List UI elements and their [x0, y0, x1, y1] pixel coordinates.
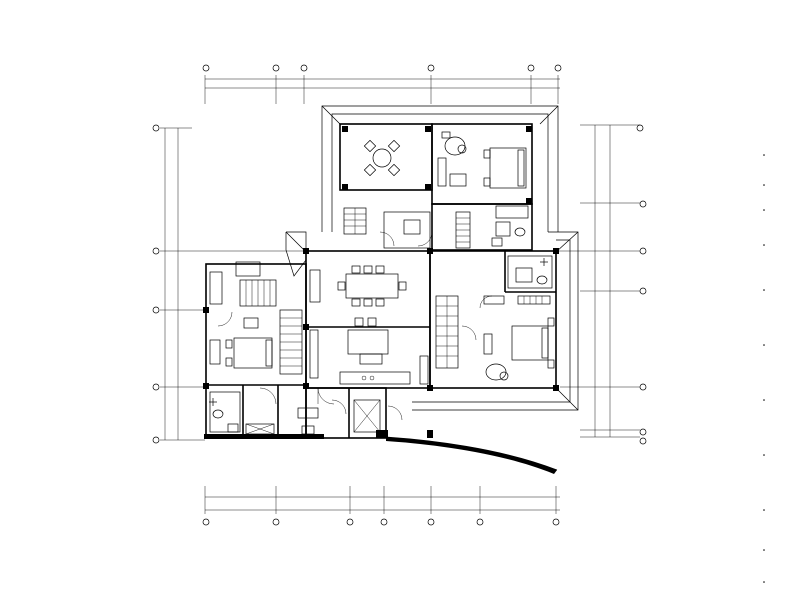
- bed-icon: [483, 147, 527, 189]
- right-bed-icon: [511, 317, 555, 369]
- toilet-icon: [491, 205, 529, 247]
- left-stair-icon: [235, 261, 277, 307]
- stair-icon: [343, 207, 367, 235]
- right-desk: [479, 295, 505, 355]
- kitchen-island: [347, 317, 389, 365]
- left-dimension-chain: [152, 124, 305, 444]
- kitchen-counter: [309, 329, 429, 385]
- laundry: [245, 423, 275, 435]
- right-lounge-chair: [485, 363, 509, 381]
- sideboard: [309, 269, 321, 303]
- left-bathroom: [209, 391, 241, 433]
- door-swing-icon: [217, 231, 477, 421]
- dining-table-set: [337, 265, 407, 307]
- exterior-path: [385, 436, 558, 474]
- right-stair-icon: [435, 295, 459, 369]
- right-cabinet: [517, 295, 551, 305]
- wardrobe: [455, 211, 471, 249]
- top-dimension-chain: [202, 64, 562, 104]
- edge-ticks: [763, 154, 765, 583]
- desk: [437, 157, 467, 187]
- roof-eave-outline: [285, 105, 579, 411]
- right-bathroom: [507, 255, 553, 289]
- left-wardrobe: [209, 271, 223, 365]
- lounge-chair: [441, 131, 467, 156]
- right-dimension-chain: [545, 124, 647, 445]
- small-closet: [383, 211, 433, 249]
- left-stair-run: [279, 309, 303, 375]
- left-bed-icon: [225, 317, 273, 369]
- columns: [203, 126, 559, 391]
- round-table-set: [363, 139, 401, 177]
- entry-cabinets: [297, 399, 381, 435]
- main-walls: [204, 123, 557, 439]
- bottom-dimension-chain: [202, 486, 560, 526]
